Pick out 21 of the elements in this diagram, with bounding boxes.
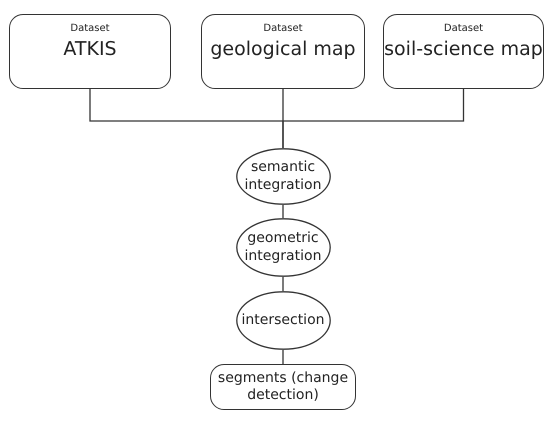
connector-line — [282, 277, 284, 291]
connector-line — [282, 89, 464, 148]
process-ellipse — [236, 218, 330, 277]
dataset-name: geological map — [210, 38, 356, 60]
dataset-name: soil-science map — [384, 38, 543, 60]
process-ellipse — [236, 148, 330, 205]
node-label: intersection — [241, 312, 325, 330]
box-heading: Dataset — [444, 23, 484, 34]
node-label: semantic integration — [244, 159, 322, 194]
box-heading: Dataset — [70, 23, 110, 34]
dataset-name: ATKIS — [63, 38, 117, 60]
connector-line — [282, 205, 284, 218]
result-box — [210, 364, 356, 410]
connector-line — [282, 350, 284, 364]
dataset-box — [201, 14, 365, 89]
node-label: segments (change detection) — [216, 370, 350, 404]
process-ellipse — [236, 291, 330, 350]
dataset-box — [383, 14, 544, 89]
dataset-box — [9, 14, 171, 89]
box-heading: Dataset — [263, 23, 303, 34]
node-label: geometric integration — [244, 230, 322, 265]
